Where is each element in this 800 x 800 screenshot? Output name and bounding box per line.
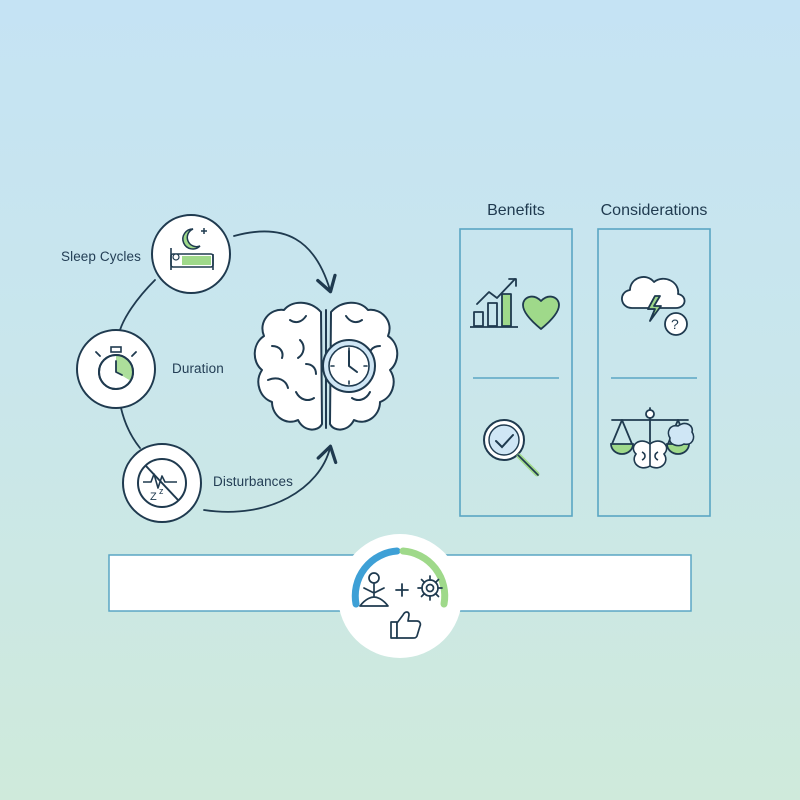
- balance-scale-icon: [610, 407, 690, 455]
- meditation-icon: [359, 572, 389, 607]
- arrow-to-brain-top: [233, 230, 337, 294]
- thumbs-up-icon: [390, 611, 422, 639]
- considerations-title: Considerations: [600, 202, 708, 219]
- disturbances-node: Z z: [122, 443, 202, 523]
- outcome-badge: [338, 534, 462, 658]
- cycle-arc-upper: [119, 279, 156, 331]
- cycle-arrows: [119, 230, 338, 513]
- growth-chart-icon: [470, 278, 518, 328]
- brain-icon: [632, 422, 695, 469]
- duration-label: Duration: [172, 361, 224, 376]
- brain-clock-icon: [253, 301, 399, 431]
- svg-text:?: ?: [671, 316, 679, 332]
- duration-node: [76, 329, 156, 409]
- arrow-to-brain-bottom: [203, 444, 338, 513]
- benefits-panel: [459, 228, 573, 517]
- sleep-cycles-label: Sleep Cycles: [61, 249, 141, 264]
- stopwatch-icon: [95, 346, 137, 390]
- heart-icon: [522, 295, 560, 330]
- gear-icon: [417, 575, 443, 601]
- moon-bed-icon: [170, 228, 214, 270]
- storm-cloud-icon: [621, 276, 686, 322]
- considerations-panel: ?: [597, 228, 711, 517]
- benefits-title: Benefits: [487, 202, 545, 219]
- svg-text:Z: Z: [150, 491, 157, 503]
- sleep-cycles-node: [151, 214, 231, 294]
- disturbances-label: Disturbances: [213, 474, 293, 489]
- cycle-arc-lower: [120, 407, 141, 449]
- question-icon: ?: [664, 312, 688, 336]
- plus-sign: [395, 583, 409, 597]
- magnifier-check-icon: [483, 419, 540, 477]
- no-sleep-disturbance-icon: Z z: [137, 458, 187, 508]
- svg-text:z: z: [159, 486, 164, 496]
